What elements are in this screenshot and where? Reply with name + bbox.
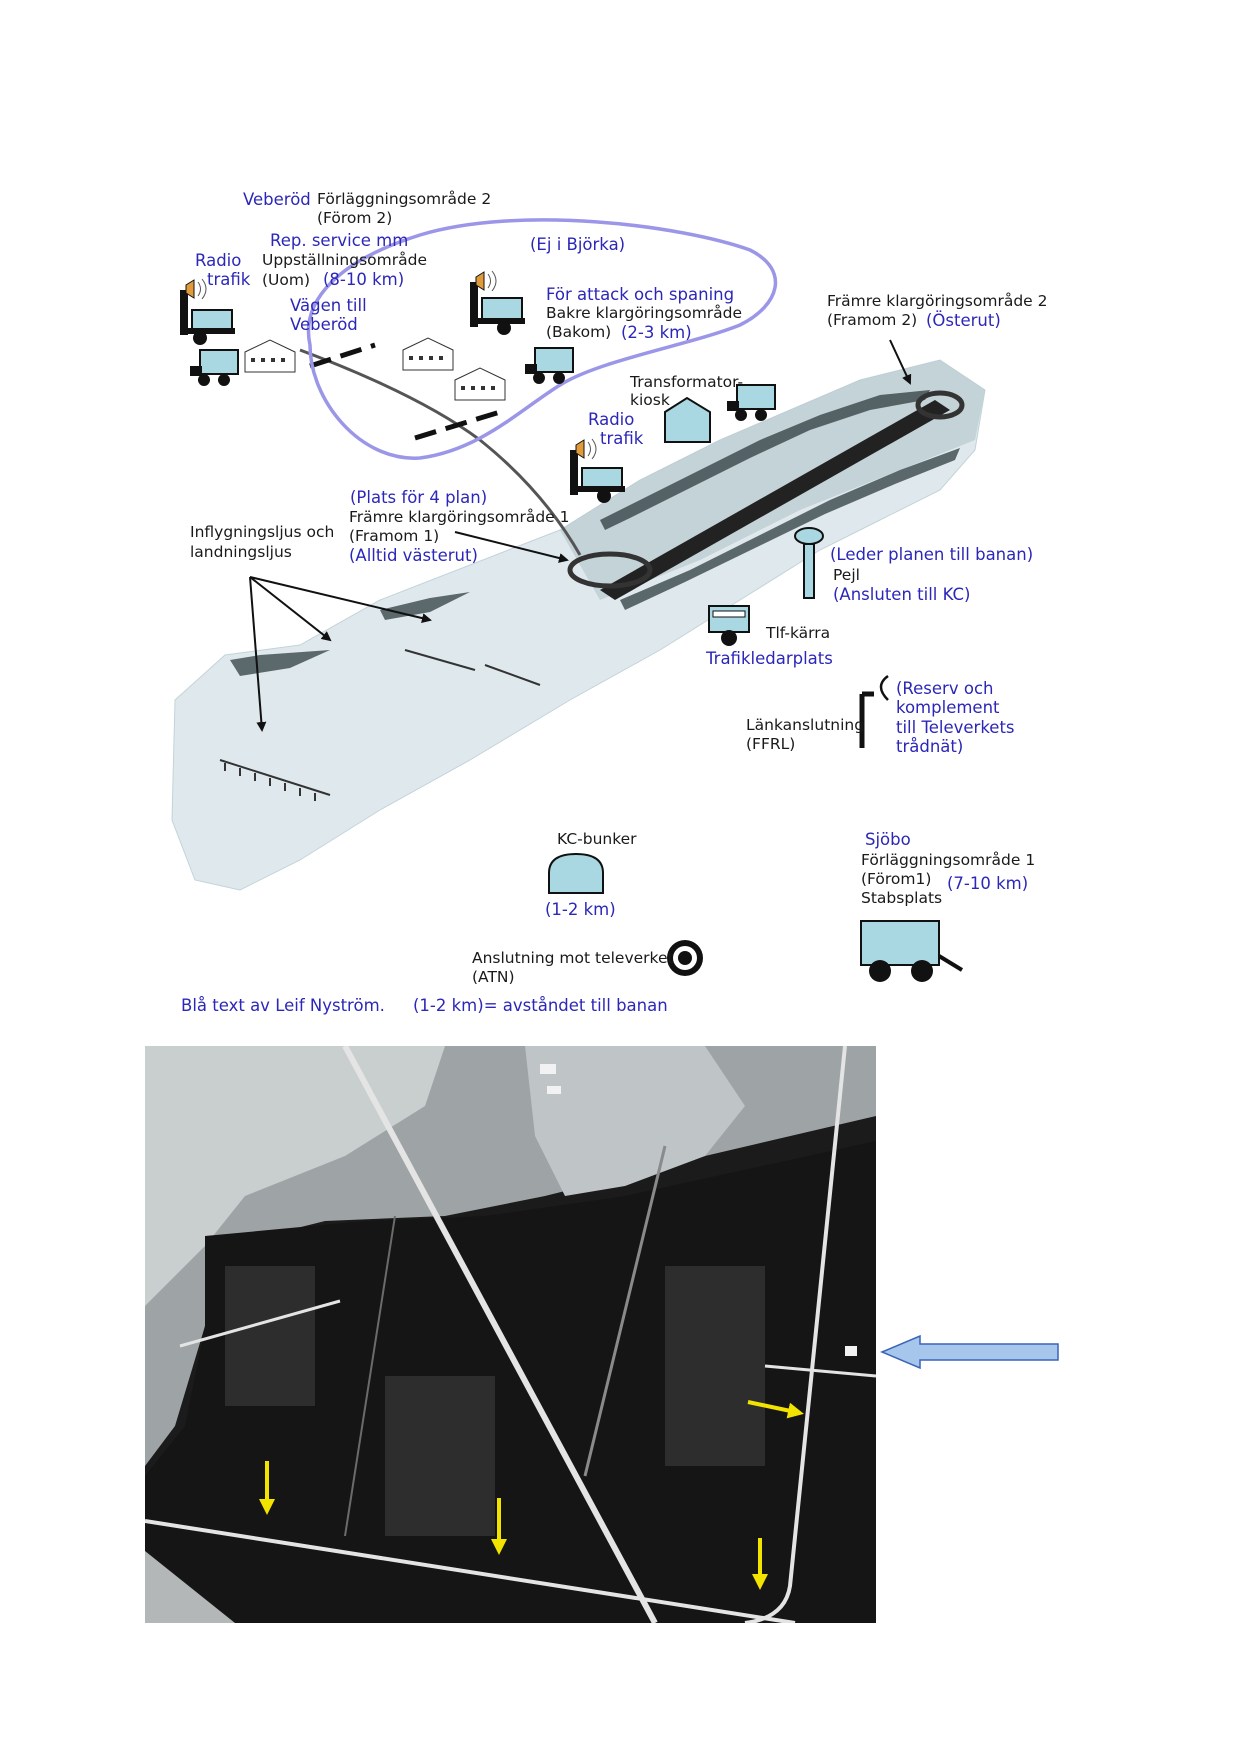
radio-truck-icon <box>570 438 625 503</box>
leder-label: (Leder planen till banan) <box>830 545 1034 564</box>
radio-truck-icon <box>180 278 235 345</box>
transformer-kiosk-icon <box>664 396 711 443</box>
forom1-label: Förläggningsområde 1 <box>861 851 1036 869</box>
framom1-label: Främre klargöringsområde 1 <box>349 508 570 526</box>
vagen-label-a: Vägen till <box>290 296 367 315</box>
reserv-label-a: (Reserv och <box>896 679 994 698</box>
framom1-abbr: (Framom 1) <box>349 527 440 545</box>
distance-legend: (1-2 km)= avståndet till banan <box>413 996 668 1015</box>
bakom-label: Bakre klargöringsområde <box>546 304 743 322</box>
phone-cart-icon <box>708 605 750 646</box>
truck-icon <box>525 347 574 384</box>
truck-icon <box>190 349 239 386</box>
runway <box>600 400 950 600</box>
yellow-markers <box>259 1400 804 1590</box>
trafikledarplats-label: Trafikledarplats <box>706 649 833 668</box>
uom-distance: (8-10 km) <box>323 270 405 289</box>
plats4-label: (Plats för 4 plan) <box>350 488 488 507</box>
house-icon <box>402 337 454 371</box>
road-dashes <box>309 342 501 441</box>
forom1-distance: (7-10 km) <box>947 874 1029 893</box>
radio-trafik-1a: Radio <box>195 251 242 270</box>
forom1-abbr: (Förom1) <box>861 870 932 888</box>
reserv-label-d: trådnät) <box>896 737 964 756</box>
inflygning-label-a: Inflygningsljus och <box>190 523 335 541</box>
kc-distance: (1-2 km) <box>545 900 616 919</box>
transformator-label-a: Transformator- <box>630 373 744 391</box>
house-icon <box>454 367 506 401</box>
truck-icon <box>727 384 776 421</box>
framom2-label: Främre klargöringsområde 2 <box>827 292 1048 310</box>
pejl-label: Pejl <box>833 566 860 584</box>
annotation-arrows <box>249 339 912 732</box>
forom2-abbr: (Förom 2) <box>317 209 393 227</box>
radio-trafik-2b: trafik <box>600 429 644 448</box>
aerial-photo <box>145 1046 876 1623</box>
reserv-label-b: komplement <box>896 698 1000 717</box>
inflygning-label-b: landningsljus <box>190 543 292 561</box>
bakom-area-outline <box>306 218 778 460</box>
house-icon <box>244 339 296 373</box>
bakom-distance: (2-3 km) <box>621 323 692 342</box>
framom2-abbr: (Framom 2) <box>827 311 918 329</box>
approach-lights <box>219 649 541 801</box>
lank-label-b: (FFRL) <box>746 735 796 753</box>
vagen-label-b: Veberöd <box>290 315 358 334</box>
reserv-label-c: till Televerkets <box>896 718 1015 737</box>
rep-service-label: Rep. service mm <box>270 231 409 250</box>
tlf-label: Tlf-kärra <box>766 624 831 642</box>
ansluten-label: (Ansluten till KC) <box>833 585 971 604</box>
atn-label-b: (ATN) <box>472 968 515 986</box>
ej-bjorka-label: (Ej i Björka) <box>530 235 626 254</box>
radio-trafik-1b: trafik <box>207 270 251 289</box>
west-turning-loop <box>567 551 653 589</box>
credit-text: Blå text av Leif Nyström. <box>181 996 385 1015</box>
kc-bunker-label: KC-bunker <box>557 830 637 848</box>
east-turning-loop <box>915 390 965 420</box>
forom2-label: Förläggningsområde 2 <box>317 190 492 208</box>
attack-label: För attack och spaning <box>546 285 735 304</box>
yellow-arrow-right-icon <box>747 1400 804 1419</box>
transformator-label-b: kiosk <box>630 391 670 409</box>
uom-abbr: (Uom) <box>262 271 311 289</box>
staff-trailer-icon <box>860 920 964 982</box>
radio-trafik-2a: Radio <box>588 410 635 429</box>
lank-label-a: Länkanslutning <box>746 716 865 734</box>
tree-lines <box>230 390 960 676</box>
osterut-label: (Österut) <box>926 311 1001 330</box>
microwave-link-icon <box>859 674 889 748</box>
bakom-abbr: (Bakom) <box>546 323 612 341</box>
veberod-label: Veberöd <box>243 190 311 209</box>
target-connection-icon <box>667 940 703 976</box>
radio-truck-icon <box>470 270 525 335</box>
sjobo-label: Sjöbo <box>865 830 911 849</box>
atn-label-a: Anslutning mot televerket <box>472 949 674 967</box>
uom-label: Uppställningsområde <box>262 251 427 269</box>
alltid-label: (Alltid västerut) <box>349 546 478 565</box>
direction-finder-icon <box>794 527 824 599</box>
bunker-icon <box>548 852 604 894</box>
stabsplats-label: Stabsplats <box>861 889 943 907</box>
